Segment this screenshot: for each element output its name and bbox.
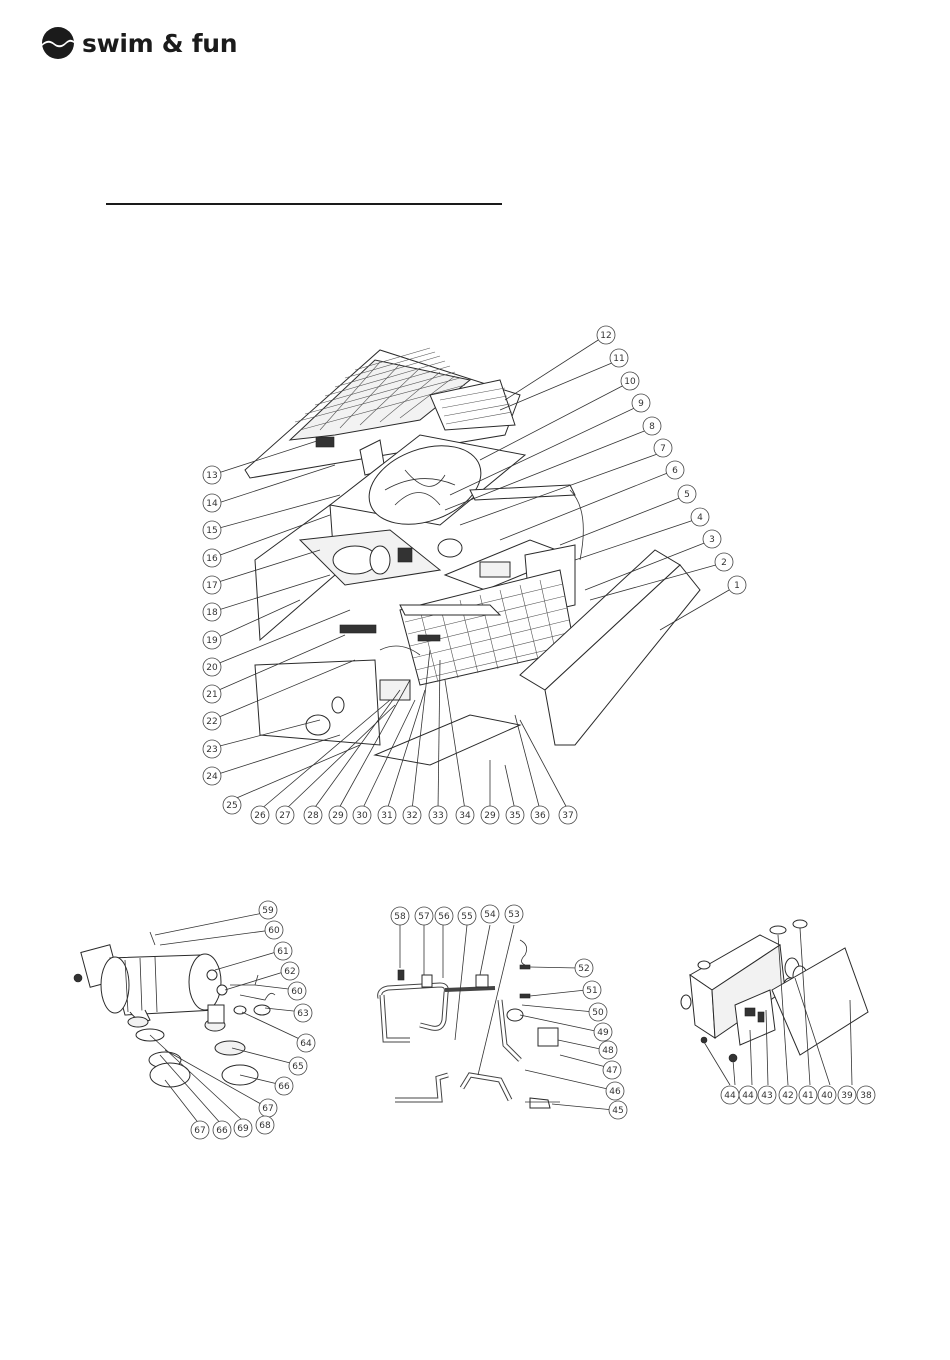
callout-16: 16 [203,549,221,567]
svg-text:36: 36 [534,811,546,821]
svg-text:23: 23 [206,745,217,755]
svg-text:8: 8 [649,422,655,432]
callout-4: 4 [691,508,709,526]
svg-text:25: 25 [226,801,237,811]
callout-25: 25 [223,796,241,814]
svg-text:6: 6 [672,466,678,476]
callout-35: 35 [506,806,524,824]
callout-27: 27 [276,806,294,824]
svg-text:11: 11 [613,354,624,364]
svg-text:31: 31 [381,811,392,821]
callout-39: 39 [838,1086,856,1104]
callout-21: 21 [203,685,221,703]
svg-text:3: 3 [709,535,715,545]
svg-text:19: 19 [206,636,218,646]
callout-22: 22 [203,712,221,730]
callout-6: 6 [666,461,684,479]
callout-12: 12 [597,326,615,344]
svg-text:13: 13 [206,471,217,481]
svg-text:17: 17 [206,581,217,591]
svg-text:38: 38 [860,1091,872,1101]
callout-36: 36 [531,806,549,824]
svg-text:41: 41 [802,1091,813,1101]
brand-logo: swim & fun [38,24,237,62]
svg-text:18: 18 [206,608,218,618]
callout-2: 2 [715,553,733,571]
callout-18: 18 [203,603,221,621]
svg-text:4: 4 [697,513,703,523]
callout-34: 34 [456,806,474,824]
callout-23: 23 [203,740,221,758]
callout-30: 30 [353,806,371,824]
callout-13: 13 [203,466,221,484]
svg-text:37: 37 [562,811,573,821]
callout-31: 31 [378,806,396,824]
callout-7: 7 [654,439,672,457]
svg-text:22: 22 [206,717,217,727]
svg-text:12: 12 [600,331,611,341]
svg-text:20: 20 [206,663,218,673]
svg-text:26: 26 [254,811,266,821]
svg-text:9: 9 [638,399,644,409]
svg-text:28: 28 [307,811,319,821]
callout-5: 5 [678,485,696,503]
callout-37: 37 [559,806,577,824]
callouts-electrical-box: 44 44 43 42 41 40 39 38 [721,1086,875,1104]
svg-text:30: 30 [356,811,368,821]
svg-text:32: 32 [406,811,417,821]
callout-32: 32 [403,806,421,824]
callout-44: 44 [721,1086,739,1104]
svg-text:21: 21 [206,690,217,700]
svg-text:42: 42 [782,1091,793,1101]
callout-19: 19 [203,631,221,649]
svg-text:1: 1 [734,581,740,591]
exploded-view-electrical-box: 44 44 43 42 41 40 39 38 [0,895,950,1145]
svg-text:39: 39 [841,1091,853,1101]
callout-8: 8 [643,417,661,435]
callout-44b: 44 [739,1086,757,1104]
brand-name: swim & fun [82,29,237,58]
callout-3: 3 [703,530,721,548]
section-heading-rule [106,203,502,205]
callout-33: 33 [429,806,447,824]
callout-41: 41 [799,1086,817,1104]
svg-text:10: 10 [624,377,636,387]
svg-text:35: 35 [509,811,520,821]
svg-text:2: 2 [721,558,727,568]
swim-and-fun-logo-icon [38,25,78,61]
callout-29: 29 [329,806,347,824]
callout-38: 38 [857,1086,875,1104]
svg-text:44: 44 [724,1091,736,1101]
svg-text:27: 27 [279,811,290,821]
svg-text:40: 40 [821,1091,833,1101]
svg-text:29: 29 [332,811,344,821]
callout-14: 14 [203,494,221,512]
callout-1: 1 [728,576,746,594]
svg-text:15: 15 [206,526,217,536]
callout-43: 43 [758,1086,776,1104]
svg-text:44: 44 [742,1091,754,1101]
svg-text:34: 34 [459,811,471,821]
callout-29b: 29 [481,806,499,824]
svg-text:14: 14 [206,499,218,509]
svg-text:24: 24 [206,772,218,782]
callout-20: 20 [203,658,221,676]
svg-text:33: 33 [432,811,443,821]
svg-text:5: 5 [684,490,690,500]
svg-text:43: 43 [761,1091,772,1101]
callout-42: 42 [779,1086,797,1104]
svg-text:16: 16 [206,554,218,564]
callout-24: 24 [203,767,221,785]
callout-17: 17 [203,576,221,594]
exploded-view-main-unit: 1 2 3 4 5 6 7 8 9 10 11 12 13 14 15 16 1… [0,320,950,840]
callout-28: 28 [304,806,322,824]
callout-11: 11 [610,349,628,367]
callout-40: 40 [818,1086,836,1104]
callout-26: 26 [251,806,269,824]
svg-text:29: 29 [484,811,496,821]
callout-9: 9 [632,394,650,412]
callout-15: 15 [203,521,221,539]
callout-10: 10 [621,372,639,390]
svg-text:7: 7 [660,444,666,454]
